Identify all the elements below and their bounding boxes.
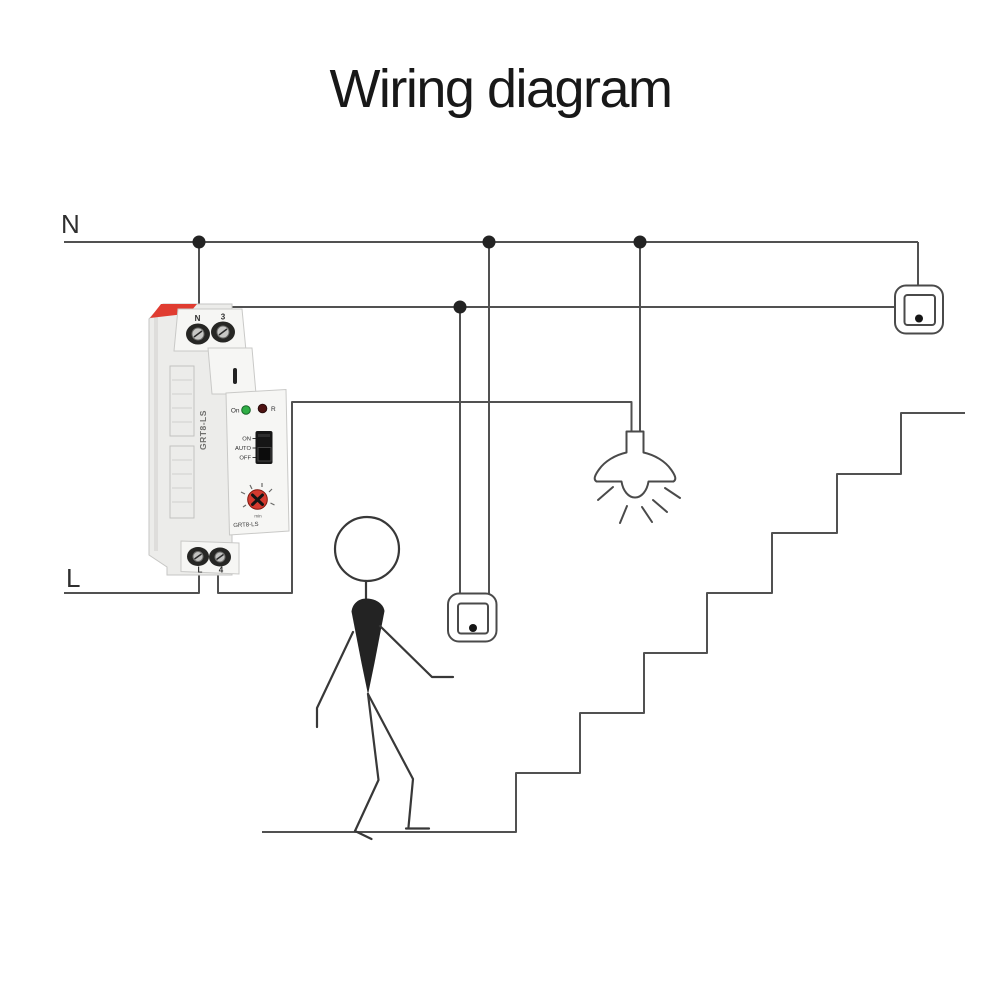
dial-tick-marks <box>240 483 275 508</box>
person-right-arm <box>378 624 455 679</box>
light-ray <box>664 487 681 499</box>
neutral-bus-label: N <box>61 209 80 239</box>
dial-cross-mark <box>251 493 264 506</box>
person-front-leg <box>366 692 415 829</box>
junction-dot <box>482 235 496 249</box>
side-print-box <box>169 365 195 437</box>
junction-dot <box>192 235 206 249</box>
device-front-model-label: GRT8-LS <box>233 522 259 529</box>
device-mid-block <box>207 347 257 395</box>
page-title: Wiring diagram <box>329 59 673 120</box>
device-red-corner <box>150 304 197 318</box>
light-ray <box>641 506 653 523</box>
time-dial: min <box>240 483 275 519</box>
relay-output-to-lamp-wire <box>217 401 633 594</box>
terminal-screw-top-left <box>186 323 210 345</box>
person-torso <box>351 598 385 695</box>
on-led-label: On <box>231 408 240 415</box>
junction-dots <box>192 235 647 314</box>
terminal-screw-bottom-right <box>209 547 231 567</box>
dial-unit-label: min <box>254 514 262 519</box>
red-led <box>257 403 268 414</box>
push-button-switch-right <box>894 284 944 335</box>
terminal3-trigger-wire <box>218 306 896 324</box>
switch-indicator-dot <box>915 314 923 323</box>
side-print-lines <box>172 379 192 503</box>
pendant-lamp <box>593 430 681 524</box>
terminal-screw-bottom-left <box>187 547 209 566</box>
device-side-model-label: GRT8-LS <box>198 410 208 450</box>
terminal-screw-top-right <box>211 321 235 343</box>
person-back-leg <box>353 692 380 833</box>
switch-button-face <box>903 294 936 326</box>
stick-figure-person <box>315 515 455 841</box>
timer-relay-device: GRT8-LS N 3 On R ON <box>148 303 290 576</box>
light-ray <box>597 486 614 501</box>
stairs-outline <box>262 412 965 833</box>
device-mid-slot <box>233 368 237 384</box>
mode-label-auto: AUTO <box>235 446 251 452</box>
terminal-label-n: N <box>195 314 201 323</box>
mode-slide-switch <box>255 431 273 464</box>
person-left-arm <box>315 630 355 729</box>
mode-label-off: OFF <box>239 456 251 462</box>
terminal-label-3: 3 <box>221 313 226 322</box>
lamp-light-rays <box>597 486 681 524</box>
mode-label-on: ON <box>242 437 251 443</box>
light-ray <box>619 505 628 524</box>
junction-dot <box>453 300 467 314</box>
terminal-label-l: L <box>198 566 203 575</box>
lamp-shade <box>593 430 677 499</box>
r-led-label: R <box>271 406 276 413</box>
person-back-foot <box>353 829 373 841</box>
switch-button-face <box>457 602 489 635</box>
side-print-box <box>169 445 195 519</box>
junction-dot <box>633 235 647 249</box>
live-bus-label: L <box>66 563 81 593</box>
green-led <box>241 405 251 415</box>
person-head <box>333 515 401 583</box>
push-button-switch-middle <box>447 592 498 643</box>
terminal-label-4: 4 <box>219 566 224 575</box>
device-top-terminal-cover <box>173 308 247 352</box>
light-ray <box>652 499 668 513</box>
mode-tick-marks <box>252 438 256 458</box>
switch-indicator-dot <box>469 624 477 632</box>
